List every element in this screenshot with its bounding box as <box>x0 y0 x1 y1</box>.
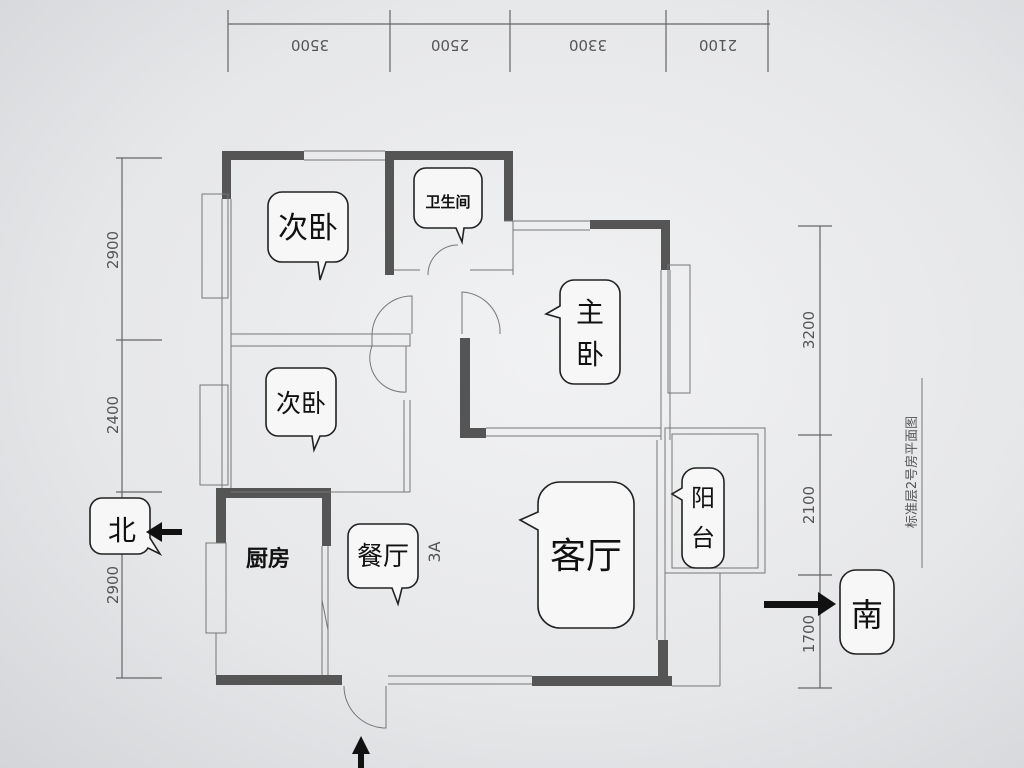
bedroom-top-label: 次卧 <box>278 211 338 246</box>
top-dim-1: 3500 <box>291 36 329 54</box>
left-dim-1: 2900 <box>104 231 122 269</box>
room-living: 客厅 <box>518 481 635 629</box>
right-dim-2: 2100 <box>800 486 818 524</box>
arrow-left-icon <box>146 522 182 542</box>
plan-title: 标准层2号房平面图 <box>904 416 920 528</box>
right-dim-3: 1700 <box>800 615 818 653</box>
door-swings <box>343 244 501 729</box>
left-dim-3: 2900 <box>104 566 122 604</box>
balcony-label-1: 阳 <box>691 484 715 512</box>
thin-walls <box>199 150 766 687</box>
top-dim-3: 3300 <box>569 36 607 54</box>
walls <box>216 151 672 686</box>
kitchen-label: 厨房 <box>246 546 290 572</box>
south-marker: 南 <box>764 569 895 655</box>
left-dim-2: 2400 <box>104 396 122 434</box>
room-bathroom: 卫生间 <box>413 167 483 245</box>
north-label: 北 <box>108 514 136 547</box>
north-marker: 北 <box>89 497 182 556</box>
left-dimension-line: 2900 2400 2900 <box>104 157 162 679</box>
bedroom-middle-label: 次卧 <box>276 389 326 418</box>
south-label: 南 <box>851 596 883 634</box>
unit-label: 3A <box>425 541 444 562</box>
plan-title-group: 标准层2号房平面图 <box>904 378 923 568</box>
room-balcony: 阳 台 <box>670 467 725 569</box>
master-bedroom-label-2: 卧 <box>576 338 604 371</box>
master-bedroom-label-1: 主 <box>576 296 604 329</box>
room-bedroom-middle: 次卧 <box>265 367 337 453</box>
arrow-right-icon <box>764 592 836 616</box>
room-bedroom-top: 次卧 <box>267 191 349 281</box>
bathroom-label: 卫生间 <box>425 193 470 211</box>
entrance-arrow-icon <box>352 736 370 768</box>
room-kitchen: 厨房 <box>246 546 290 572</box>
top-dim-2: 2500 <box>431 36 469 54</box>
room-master-bedroom: 主 卧 <box>543 279 621 385</box>
right-dim-1: 3200 <box>800 311 818 349</box>
balcony-label-2: 台 <box>691 524 715 552</box>
top-dim-4: 2100 <box>699 36 737 54</box>
unit-label-group: 3A <box>425 541 444 562</box>
right-dimension-line: 3200 2100 1700 <box>798 225 832 689</box>
top-dimension-line: 3500 2500 3300 2100 <box>227 10 770 72</box>
dining-label: 餐厅 <box>357 542 409 572</box>
room-dining: 餐厅 <box>347 523 419 607</box>
living-label: 客厅 <box>550 536 622 577</box>
